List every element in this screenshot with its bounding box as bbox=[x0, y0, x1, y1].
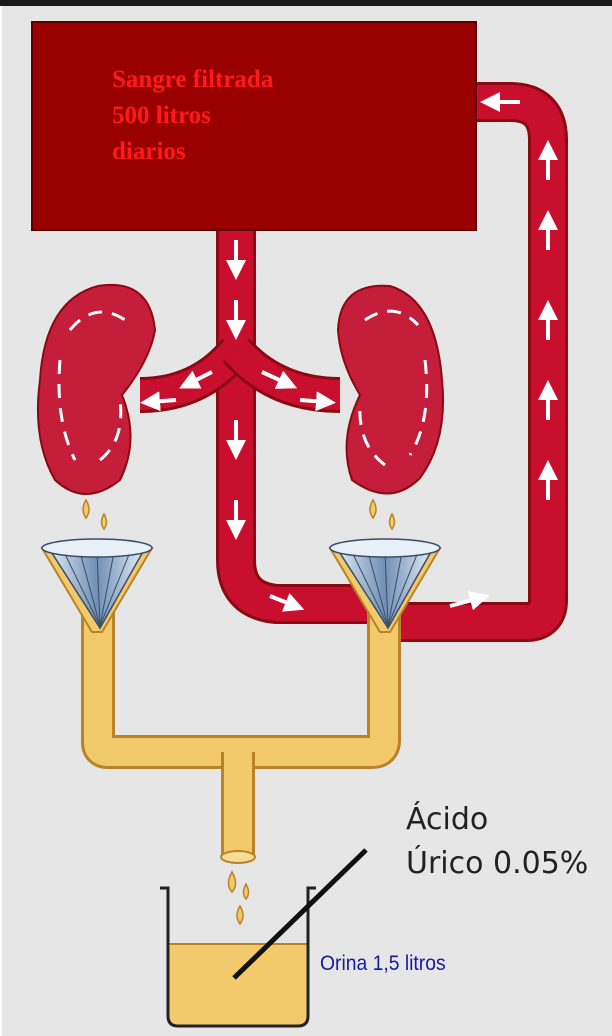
uric-acid-line1: Ácido bbox=[406, 798, 588, 842]
urine-label: Orina 1,5 litros bbox=[320, 952, 446, 976]
blood-box-label: Sangre filtrada 500 litros diarios bbox=[112, 62, 432, 170]
blood-label-line2: 500 litros bbox=[112, 98, 432, 134]
uric-acid-line2: Úrico 0.05% bbox=[406, 842, 588, 886]
uric-acid-label: Ácido Úrico 0.05% bbox=[406, 798, 588, 886]
blood-label-line3: diarios bbox=[112, 134, 432, 170]
left-edge bbox=[0, 6, 2, 1036]
blood-label-line1: Sangre filtrada bbox=[112, 62, 432, 98]
top-border bbox=[0, 0, 612, 6]
